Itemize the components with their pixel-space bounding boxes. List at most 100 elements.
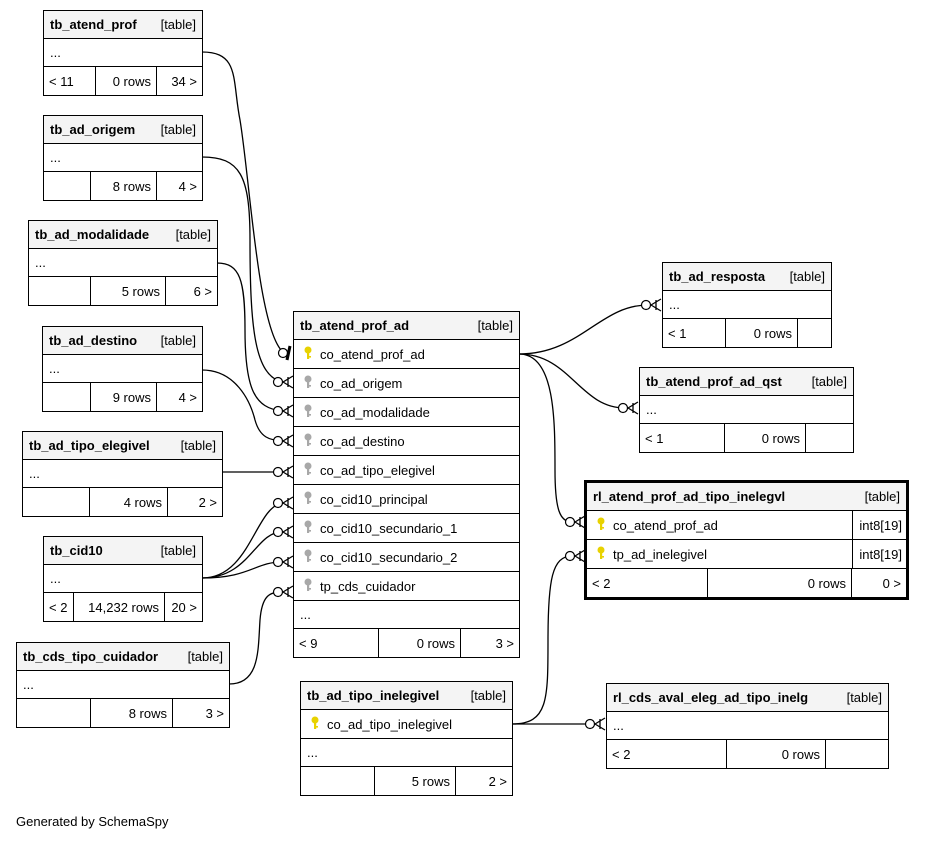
table-kind: [table] [811,374,847,389]
parents-count: < 2 [607,740,727,768]
foreign-key-icon [300,462,316,479]
ellipsis-row: ... [44,144,202,172]
row-count: 4 rows [90,488,168,516]
table-name: rl_cds_aval_eleg_ad_tipo_inelg [613,690,809,705]
table-kind: [table] [846,690,882,705]
table-kind: [table] [180,438,216,453]
row-count: 0 rows [708,569,852,597]
column-row[interactable]: co_cid10_secundario_1 [294,514,519,543]
primary-key-icon [307,716,323,733]
column-name: tp_ad_inelegivel [613,546,707,562]
edge-tipo-inelegivel-rl [511,555,573,725]
table-name: tb_ad_tipo_elegivel [29,438,150,453]
primary-key-icon [593,546,609,563]
parents-count: < 1 [640,424,725,452]
edge-cid10-sec1 [201,531,283,579]
table-name: tb_atend_prof [50,17,137,32]
column-row[interactable]: co_ad_destino [294,427,519,456]
column-row[interactable]: co_cid10_secundario_2 [294,543,519,572]
column-row[interactable]: co_ad_tipo_elegivel [294,456,519,485]
table-kind: [table] [160,333,196,348]
row-count: 0 rows [727,740,826,768]
parents-count [23,488,90,516]
ellipsis-row: ... [23,460,222,488]
column-list: co_atend_prof_ad co_ad_origem co_ad_modali… [294,340,519,601]
parents-count [301,767,375,795]
table-tb-ad-tipo-elegivel[interactable]: tb_ad_tipo_elegivel [table] ... 4 rows 2 > [22,431,223,517]
children-count [798,319,831,347]
children-count: 3 > [205,705,224,721]
children-count: 6 > [193,283,212,299]
primary-key-icon [593,517,609,534]
table-kind: [table] [470,688,506,703]
table-name: tb_ad_resposta [669,269,766,284]
parents-count [43,383,91,411]
column-row[interactable]: co_atend_prof_ad [294,340,519,369]
parents-count [44,172,91,200]
children-count [806,424,853,452]
column-row[interactable]: co_cid10_principal [294,485,519,514]
column-name: co_atend_prof_ad [613,517,718,533]
ellipsis-row: ... [17,671,229,699]
table-name: tb_ad_tipo_inelegivel [307,688,440,703]
column-row[interactable]: co_ad_tipo_inelegivel [301,710,512,739]
foreign-key-icon [300,375,316,392]
ellipsis-row: ... [29,249,217,277]
row-count: 9 rows [91,383,157,411]
table-name: tb_ad_modalidade [35,227,150,242]
table-kind: [table] [160,17,196,32]
parents-count: < 9 [294,629,379,657]
children-count: 2 > [198,494,217,510]
row-count: 5 rows [375,767,456,795]
table-tb-atend-prof-ad[interactable]: tb_atend_prof_ad[table] co_atend_prof_ad… [293,311,520,658]
children-count: 20 > [171,599,197,615]
ellipsis-row: ... [640,396,853,424]
table-tb-ad-tipo-inelegivel[interactable]: tb_ad_tipo_inelegivel [table] co_ad_tipo_… [300,681,513,796]
parents-count [17,699,91,727]
children-count: 2 > [488,773,507,789]
row-count: 0 rows [725,424,806,452]
table-tb-ad-modalidade[interactable]: tb_ad_modalidade [table] ... 5 rows 6 > [28,220,218,306]
ellipsis-row: ... [294,601,519,629]
column-name: co_ad_origem [320,375,403,391]
table-rl-cds-aval-eleg-ad-tipo-inelg[interactable]: rl_cds_aval_eleg_ad_tipo_inelg[table] ..… [606,683,889,769]
parents-count: < 1 [663,319,726,347]
column-row[interactable]: co_ad_modalidade [294,398,519,427]
children-count: 34 > [171,73,197,89]
column-list: co_ad_tipo_inelegivel [301,710,512,739]
table-kind: [table] [477,318,513,333]
table-name: tb_cds_tipo_cuidador [23,649,159,664]
table-kind: [table] [175,227,211,242]
children-count: 0 > [882,575,901,591]
ellipsis-row: ... [301,739,512,767]
primary-key-icon [300,346,316,363]
ellipsis-row: ... [44,39,202,67]
table-rl-atend-prof-ad-tipo-inelegvl[interactable]: rl_atend_prof_ad_tipo_inelegvl[table] co… [584,480,909,600]
row-count: 0 rows [379,629,461,657]
table-kind: [table] [160,122,196,137]
ellipsis-row: ... [43,355,202,383]
row-count: 0 rows [726,319,798,347]
row-count: 5 rows [91,277,166,305]
column-row[interactable]: tp_cds_cuidador [294,572,519,601]
edge-ad-resposta [518,304,649,355]
table-name: tb_ad_destino [49,333,138,348]
table-kind: [table] [160,543,196,558]
parents-count [29,277,91,305]
parents-count: < 2 [44,593,74,621]
column-row[interactable]: co_ad_origem [294,369,519,398]
table-name: rl_atend_prof_ad_tipo_inelegvl [593,489,786,504]
foreign-key-icon [300,520,316,537]
children-count: 4 > [178,178,197,194]
column-name: co_ad_tipo_inelegivel [327,716,453,732]
